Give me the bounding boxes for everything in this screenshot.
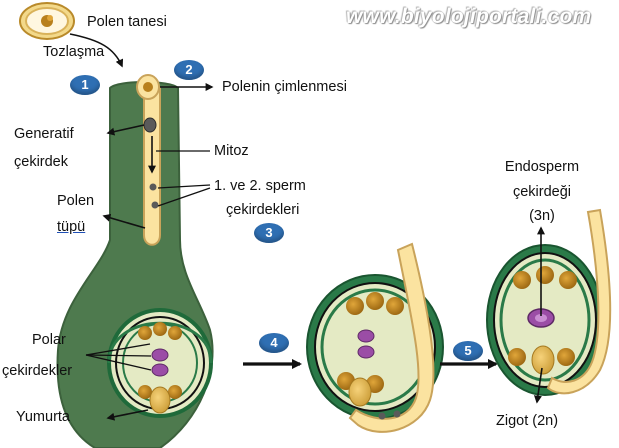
label-polar-1: Polar bbox=[32, 332, 66, 349]
label-endosperm-2: çekirdeği bbox=[492, 184, 592, 201]
step-badge-2: 2 bbox=[174, 60, 204, 80]
label-endosperm-3: (3n) bbox=[492, 208, 592, 225]
label-zigot: Zigot (2n) bbox=[496, 413, 558, 430]
label-polenin-cimlenmesi: Polenin çimlenmesi bbox=[222, 79, 347, 96]
label-yumurta: Yumurta bbox=[16, 409, 70, 426]
label-polen-2: tüpü bbox=[57, 219, 85, 236]
label-polen-1: Polen bbox=[57, 193, 94, 210]
label-endosperm-1: Endosperm bbox=[492, 159, 592, 176]
label-sperm-1: 1. ve 2. sperm bbox=[214, 178, 306, 195]
label-tozlasma: Tozlaşma bbox=[43, 44, 104, 61]
watermark: www.biyolojiportali.com bbox=[346, 5, 591, 29]
label-mitoz: Mitoz bbox=[214, 143, 249, 160]
step-badge-5: 5 bbox=[453, 341, 483, 361]
step-badge-3: 3 bbox=[254, 223, 284, 243]
label-polen-tanesi: Polen tanesi bbox=[87, 14, 167, 31]
label-polar-2: çekirdekler bbox=[2, 363, 72, 380]
label-generatif-1: Generatif bbox=[14, 126, 74, 143]
step-badge-4: 4 bbox=[259, 333, 289, 353]
label-sperm-2: çekirdekleri bbox=[226, 202, 299, 219]
pollen-grain bbox=[20, 3, 74, 39]
label-generatif-2: çekirdek bbox=[14, 154, 68, 171]
ovule-1 bbox=[109, 310, 211, 416]
step-badge-1: 1 bbox=[70, 75, 100, 95]
